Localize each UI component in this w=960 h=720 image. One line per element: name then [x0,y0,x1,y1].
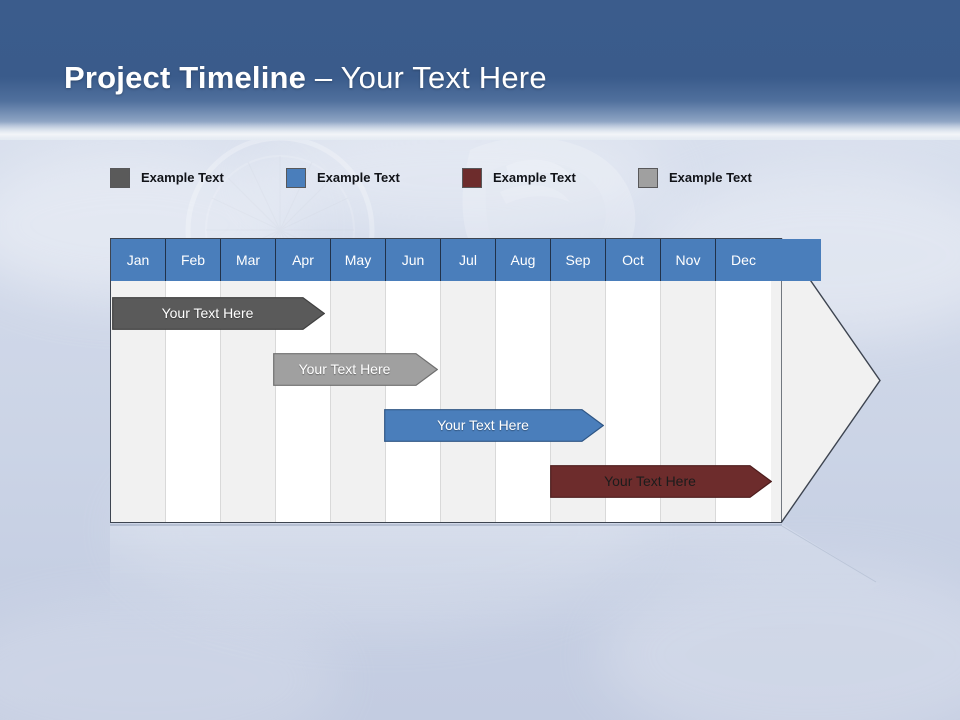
legend-item[interactable]: Example Text [638,168,752,188]
month-header-cell[interactable]: Feb [166,239,221,281]
month-header-cell[interactable]: Jun [386,239,441,281]
timeline-task-bar[interactable]: Your Text Here [273,353,438,386]
legend-color-swatch [462,168,482,188]
timeline-task-bar[interactable]: Your Text Here [112,297,325,330]
month-header-cell[interactable]: Nov [661,239,716,281]
month-header-cell[interactable]: Sep [551,239,606,281]
legend-item-label: Example Text [669,170,752,185]
month-header-arrow-cap [771,239,821,281]
timeline-column-may [331,281,386,522]
month-header-cell[interactable]: Apr [276,239,331,281]
month-header-cell[interactable]: Jul [441,239,496,281]
legend-item-label: Example Text [317,170,400,185]
legend: Example Text Example Text Example Text E… [110,168,810,194]
timeline-task-bar[interactable]: Your Text Here [384,409,604,442]
page-title: Project Timeline – Your Text Here [64,60,547,96]
legend-item-label: Example Text [141,170,224,185]
timeline-column-jul [441,281,496,522]
legend-color-swatch [286,168,306,188]
timeline-task-bar[interactable]: Your Text Here [550,465,772,498]
timeline-column-jun [386,281,441,522]
task-bar-arrow-shape [384,409,604,442]
month-header-cell[interactable]: Jan [111,239,166,281]
cloud-shape [250,120,670,240]
task-bar-arrow-shape [273,353,438,386]
legend-item[interactable]: Example Text [462,168,576,188]
title-banner: Project Timeline – Your Text Here [0,0,960,140]
task-bar-arrow-shape [550,465,772,498]
month-header-cell[interactable]: Aug [496,239,551,281]
page-title-strong: Project Timeline [64,60,307,95]
legend-color-swatch [110,168,130,188]
legend-item[interactable]: Example Text [286,168,400,188]
task-bar-arrow-shape [112,297,325,330]
legend-item[interactable]: Example Text [110,168,224,188]
timeline-arrow-head [781,238,881,523]
legend-item-label: Example Text [493,170,576,185]
page-title-rest: – Your Text Here [306,60,547,95]
month-header-cell[interactable]: Mar [221,239,276,281]
legend-color-swatch [638,168,658,188]
timeline-column-aug [496,281,551,522]
month-header-cell[interactable]: May [331,239,386,281]
month-header-cell[interactable]: Dec [716,239,771,281]
month-header-cell[interactable]: Oct [606,239,661,281]
